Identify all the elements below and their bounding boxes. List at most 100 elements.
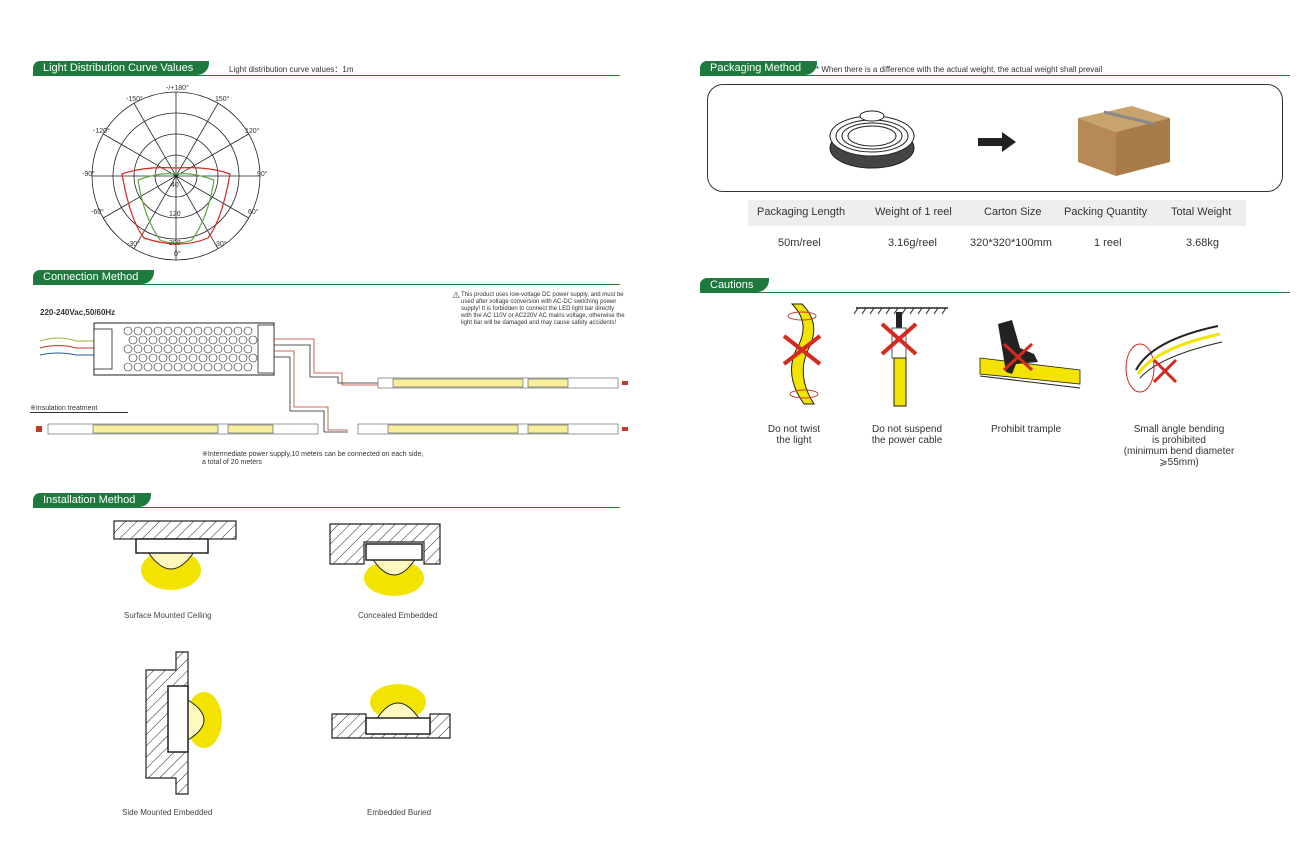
- insulation-label: ※Insulation treatment: [30, 404, 128, 413]
- vent-hole: [238, 353, 248, 363]
- angle-label: -60°: [91, 209, 104, 216]
- side-mounted-illustration: [145, 651, 222, 795]
- vent-hole: [143, 362, 153, 372]
- connection-note-line1: ※Intermediate power supply,10 meters can…: [202, 451, 424, 458]
- warning-icon: ⚠: [452, 290, 461, 300]
- vent-hole: [233, 362, 243, 372]
- vent-hole: [223, 326, 233, 336]
- vent-hole: [168, 335, 178, 345]
- suspend-prohibited-icon: [853, 307, 948, 407]
- vent-hole: [248, 335, 258, 345]
- angle-label: 60°: [248, 209, 259, 216]
- voltage-label: 220-240Vac,50/60Hz: [40, 308, 116, 317]
- vent-hole: [133, 344, 143, 354]
- concealed-embedded-illustration: [329, 523, 441, 596]
- vent-hole: [188, 353, 198, 363]
- caution-label: Prohibit trample: [990, 424, 1062, 435]
- vent-hole: [173, 362, 183, 372]
- vent-hole: [198, 335, 208, 345]
- vent-hole: [183, 344, 193, 354]
- vent-hole: [213, 362, 223, 372]
- section-divider: [33, 284, 620, 285]
- angle-label: -30°: [127, 241, 140, 248]
- light-distribution-subtitle: Light distribution curve values：1m: [229, 65, 354, 74]
- radial-label: 120: [169, 211, 181, 218]
- polar-chart: [91, 91, 261, 261]
- vent-hole: [188, 335, 198, 345]
- vent-hole: [203, 326, 213, 336]
- vent-hole: [213, 344, 223, 354]
- angle-label: 150°: [215, 96, 230, 103]
- vent-hole: [203, 344, 213, 354]
- vent-hole: [133, 362, 143, 372]
- vent-hole: [178, 353, 188, 363]
- vent-hole: [208, 353, 218, 363]
- section-divider: [33, 507, 620, 508]
- vent-hole: [168, 353, 178, 363]
- angle-label: 30°: [216, 241, 227, 248]
- vent-hole: [233, 344, 243, 354]
- vent-hole: [243, 344, 253, 354]
- table-header: Weight of 1 reel: [875, 206, 952, 218]
- table-cell: 3.16g/reel: [888, 237, 937, 249]
- table-cell: 50m/reel: [778, 237, 821, 249]
- section-divider: [33, 75, 620, 76]
- vent-hole: [138, 335, 148, 345]
- radial-label: 200: [169, 240, 181, 247]
- embedded-buried-illustration: [331, 684, 451, 739]
- vent-hole: [158, 353, 168, 363]
- connection-section-tab: Connection Method: [33, 270, 155, 284]
- vent-hole: [148, 335, 158, 345]
- vent-hole: [183, 362, 193, 372]
- table-cell: 320*320*100mm: [970, 237, 1052, 249]
- vent-hole: [143, 326, 153, 336]
- trample-prohibited-icon: [979, 320, 1081, 389]
- cautions-section-tab: Cautions: [700, 278, 770, 292]
- install-label: Surface Mounted Ceiling: [124, 611, 212, 620]
- install-label: Side Mounted Embedded: [122, 808, 213, 817]
- vent-hole: [178, 335, 188, 345]
- connection-diagram: [36, 322, 628, 435]
- packaging-frame: [707, 84, 1283, 192]
- vent-hole: [198, 353, 208, 363]
- bend-prohibited-icon: [1125, 325, 1223, 393]
- vent-hole: [243, 362, 253, 372]
- reel-icon: [829, 110, 915, 169]
- vent-hole: [143, 344, 153, 354]
- vent-hole: [158, 335, 168, 345]
- vent-hole: [228, 335, 238, 345]
- vent-hole: [223, 362, 233, 372]
- vent-hole: [128, 335, 138, 345]
- table-header: Total Weight: [1171, 206, 1232, 218]
- vent-hole: [163, 362, 173, 372]
- angle-label-bottom: 0°: [174, 251, 181, 258]
- table-header: Packaging Length: [757, 206, 846, 218]
- vent-hole: [163, 326, 173, 336]
- twist-prohibited-icon: [782, 303, 822, 405]
- table-header: Carton Size: [984, 206, 1042, 218]
- vent-hole: [218, 335, 228, 345]
- angle-label: -150°: [126, 96, 143, 103]
- installation-section-tab: Installation Method: [33, 493, 152, 507]
- vent-hole: [128, 353, 138, 363]
- table-header: Packing Quantity: [1064, 206, 1148, 218]
- vent-hole: [153, 344, 163, 354]
- vent-hole: [183, 326, 193, 336]
- vent-hole: [223, 344, 233, 354]
- section-divider: [700, 292, 1290, 293]
- vent-hole: [203, 362, 213, 372]
- packaging-note: * When there is a difference with the ac…: [816, 65, 1103, 74]
- vent-hole: [193, 362, 203, 372]
- vent-hole: [208, 335, 218, 345]
- vent-hole: [173, 326, 183, 336]
- vent-hole: [123, 344, 133, 354]
- angle-label: 90°: [257, 171, 268, 178]
- vent-hole: [133, 326, 143, 336]
- install-label: Concealed Embedded: [358, 611, 438, 620]
- arrow-right-icon: [978, 132, 1016, 152]
- table-cell: 3.68kg: [1186, 237, 1220, 249]
- vent-hole: [238, 335, 248, 345]
- vent-hole: [123, 326, 133, 336]
- vent-hole: [233, 326, 243, 336]
